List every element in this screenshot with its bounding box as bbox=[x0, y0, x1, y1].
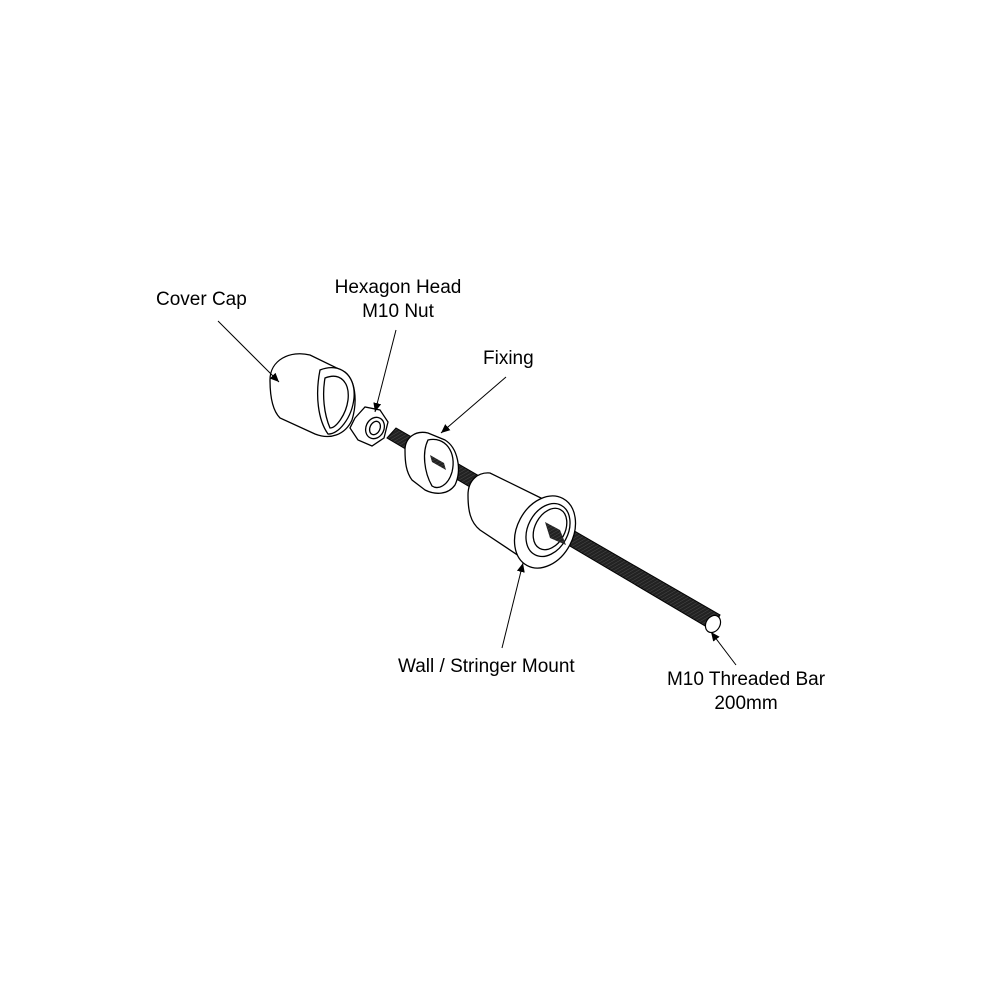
nut-leader bbox=[373, 329, 397, 413]
leader-lines bbox=[217, 320, 737, 666]
fixing-leader bbox=[440, 376, 507, 434]
mount-leader bbox=[501, 562, 525, 649]
nut-label-line1: Hexagon Head bbox=[334, 277, 462, 298]
fixing-label: Fixing bbox=[483, 348, 534, 369]
threaded-bar-label: M10 Threaded Bar 200mm bbox=[655, 668, 837, 716]
cover-cap-label: Cover Cap bbox=[156, 289, 247, 310]
bar-label-line2: 200mm bbox=[714, 693, 778, 714]
hex-nut bbox=[349, 406, 389, 447]
nut-label-line2: M10 Nut bbox=[362, 301, 434, 322]
bar-label-line1: M10 Threaded Bar bbox=[666, 669, 826, 690]
fixing bbox=[404, 431, 459, 494]
wall-stringer-mount bbox=[467, 472, 577, 569]
cover-cap-leader bbox=[217, 320, 280, 383]
nut-label: Hexagon Head M10 Nut bbox=[322, 276, 474, 324]
bar-leader bbox=[710, 631, 737, 666]
cover-cap bbox=[269, 353, 356, 438]
mount-label: Wall / Stringer Mount bbox=[398, 656, 575, 677]
